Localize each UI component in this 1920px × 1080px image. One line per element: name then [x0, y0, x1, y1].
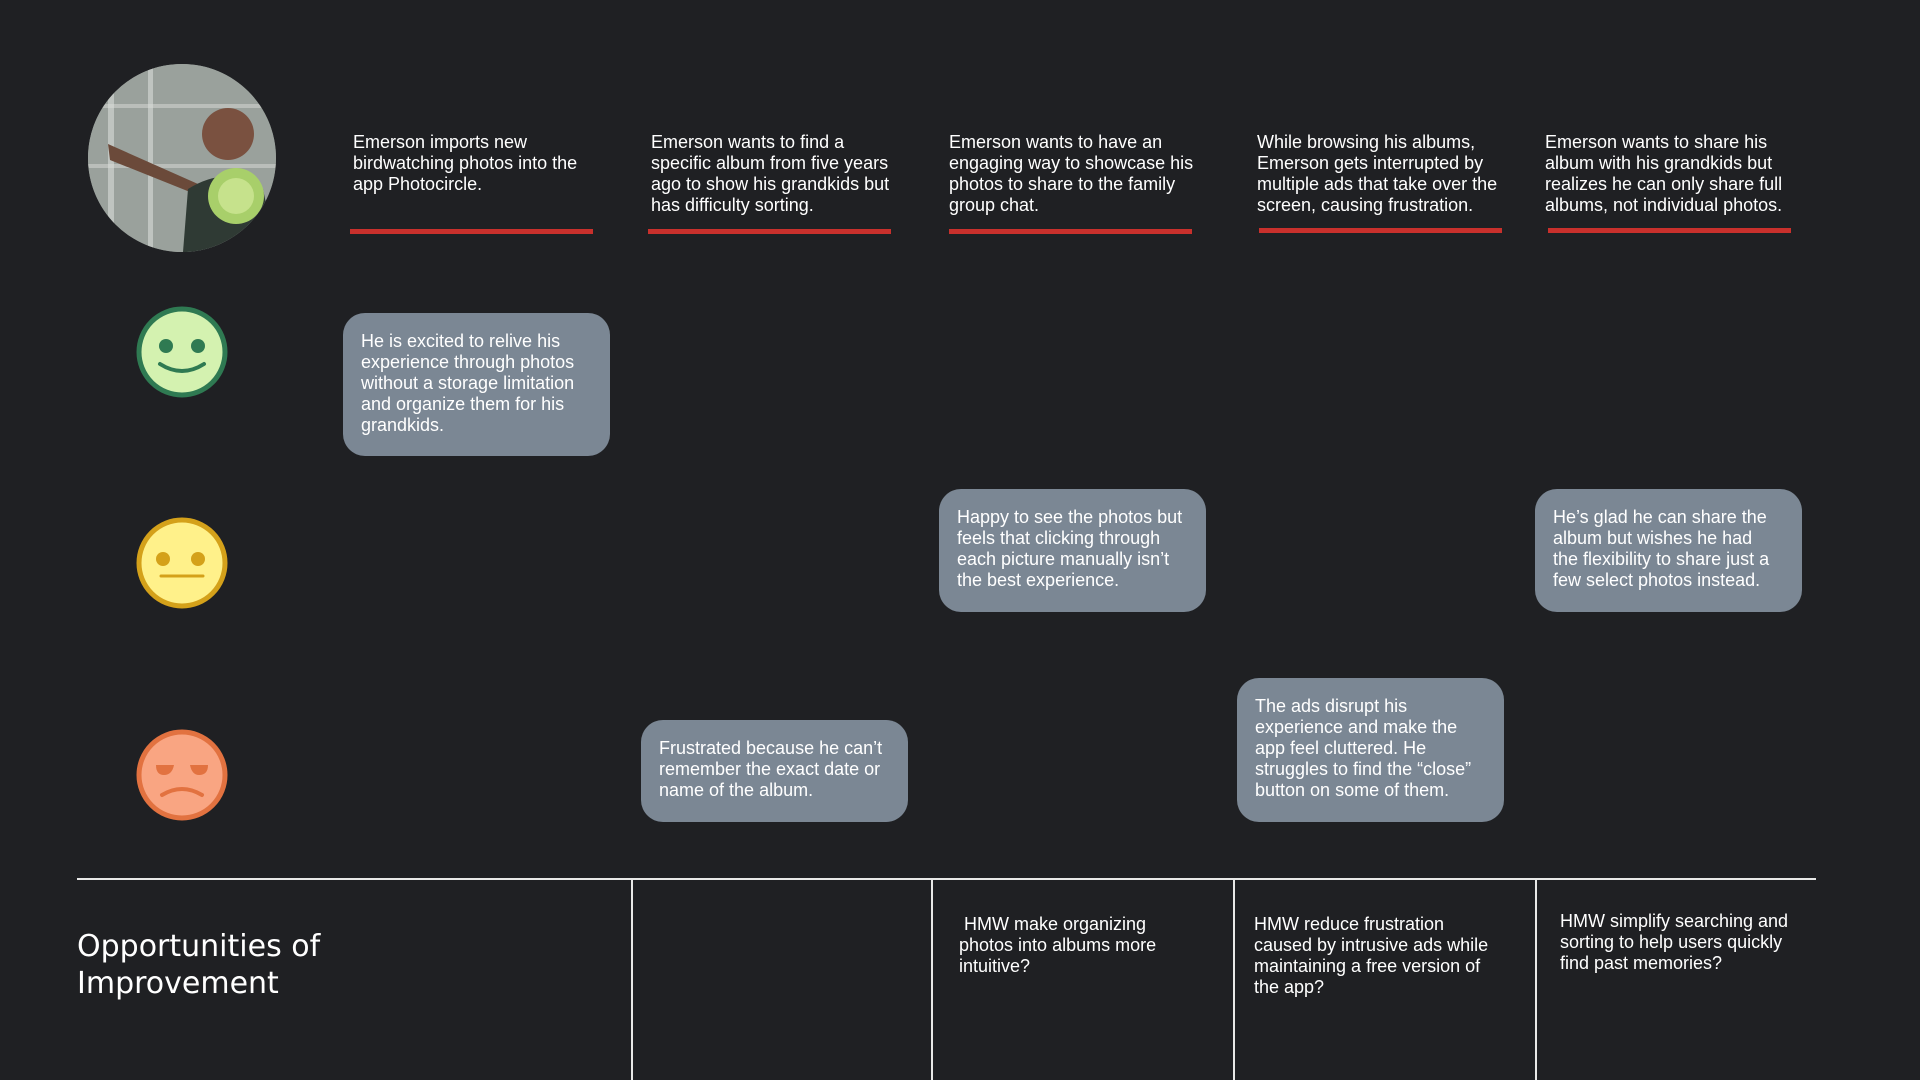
happy-face-icon — [136, 306, 228, 398]
step-3-description: Emerson wants to have an engaging way to… — [949, 132, 1194, 215]
persona-photo — [88, 64, 276, 252]
card-neutral-step-5: He’s glad he can share the album but wis… — [1535, 489, 1802, 612]
column-divider — [931, 878, 933, 1080]
step-2-description: Emerson wants to find a specific album f… — [651, 132, 890, 215]
opportunity-1: HMW make organizing photos into albums m… — [959, 914, 1162, 976]
column-divider — [631, 878, 633, 1080]
opportunities-title-line-2: Improvement — [77, 966, 279, 1001]
step-3-underline — [949, 229, 1192, 234]
card-sad-step-4: The ads disrupt his experience and make … — [1237, 678, 1504, 822]
step-4-underline — [1259, 228, 1502, 233]
step-5-underline — [1548, 228, 1791, 233]
sad-face-icon — [136, 729, 228, 821]
opportunity-3: HMW simplify searching and sorting to he… — [1560, 911, 1789, 973]
column-divider — [1233, 878, 1235, 1080]
neutral-face-icon — [136, 517, 228, 609]
step-1-underline — [350, 229, 593, 234]
step-4-description: While browsing his albums, Emerson gets … — [1257, 132, 1498, 215]
opportunities-title-line-1: Opportunities of — [77, 929, 321, 964]
opportunities-title: Opportunities of Improvement — [77, 928, 320, 1002]
card-neutral-step-3: Happy to see the photos but feels that c… — [939, 489, 1206, 612]
opportunity-2: HMW reduce frustration caused by intrusi… — [1254, 914, 1489, 997]
column-divider — [1535, 878, 1537, 1080]
persona-avatar — [88, 64, 276, 252]
step-1-description: Emerson imports new birdwatching photos … — [353, 132, 578, 194]
step-5-description: Emerson wants to share his album with hi… — [1545, 132, 1783, 215]
divider-line — [77, 878, 1816, 880]
card-sad-step-2: Frustrated because he can’t remember the… — [641, 720, 908, 822]
card-happy-step-1: He is excited to relive his experience t… — [343, 313, 610, 456]
step-2-underline — [648, 229, 891, 234]
